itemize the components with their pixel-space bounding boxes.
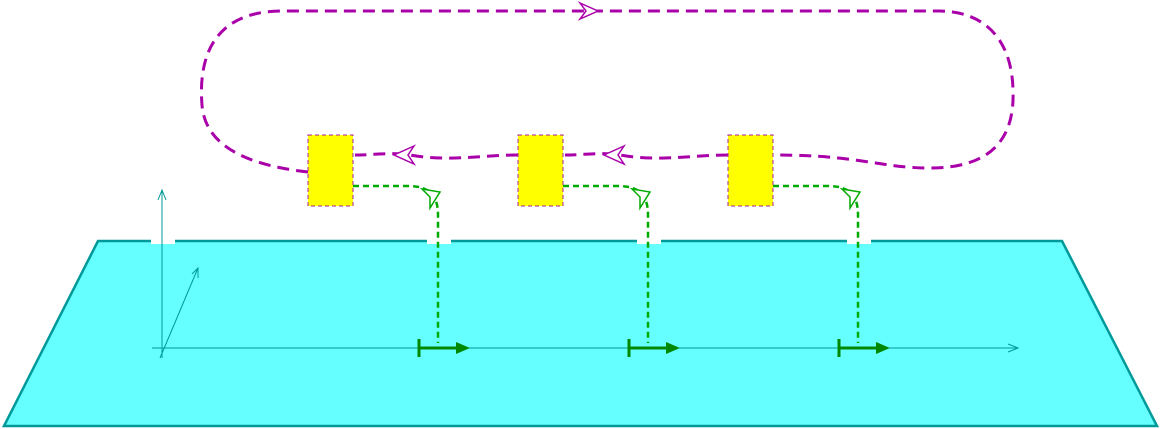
ground-plane	[1, 239, 1160, 428]
link-arrowhead-1	[419, 187, 442, 211]
vector-2	[627, 339, 680, 357]
plane-edge-gap	[151, 238, 175, 244]
block-2	[517, 134, 564, 207]
loop-arrowhead-mid-right	[602, 144, 627, 166]
feedback-loop	[199, 9, 1015, 174]
loop-arrowhead-top	[577, 1, 600, 21]
vector-2-arrowhead	[666, 342, 680, 354]
loop-arrowheads	[392, 1, 627, 166]
loop-upper-path	[199, 9, 1015, 174]
loop-segment-3-to-2	[564, 152, 729, 160]
vector-1-arrowhead	[456, 342, 470, 354]
link-arrowheads	[419, 187, 862, 211]
vector-3-arrowhead	[876, 342, 890, 354]
depth-axis	[159, 267, 199, 359]
vector-1	[417, 339, 470, 357]
vector-3	[837, 339, 890, 357]
plane-edge-gap	[637, 238, 661, 244]
loop-segment-2-to-1	[354, 152, 519, 160]
block-3	[727, 134, 774, 207]
block-1	[307, 134, 354, 207]
blocks	[307, 134, 774, 207]
link-arrowhead-2	[629, 187, 652, 211]
plane-edge-gap	[427, 238, 451, 244]
link-arrowhead-3	[839, 187, 862, 211]
depth-axis-arrowhead	[191, 266, 199, 278]
loop-arrowhead-mid-left	[392, 144, 417, 166]
vectors	[417, 339, 890, 357]
horizontal-axis-arrowhead	[1007, 343, 1020, 353]
vertical-axis-arrowhead	[157, 188, 167, 201]
plane-edge-gap	[847, 238, 871, 244]
